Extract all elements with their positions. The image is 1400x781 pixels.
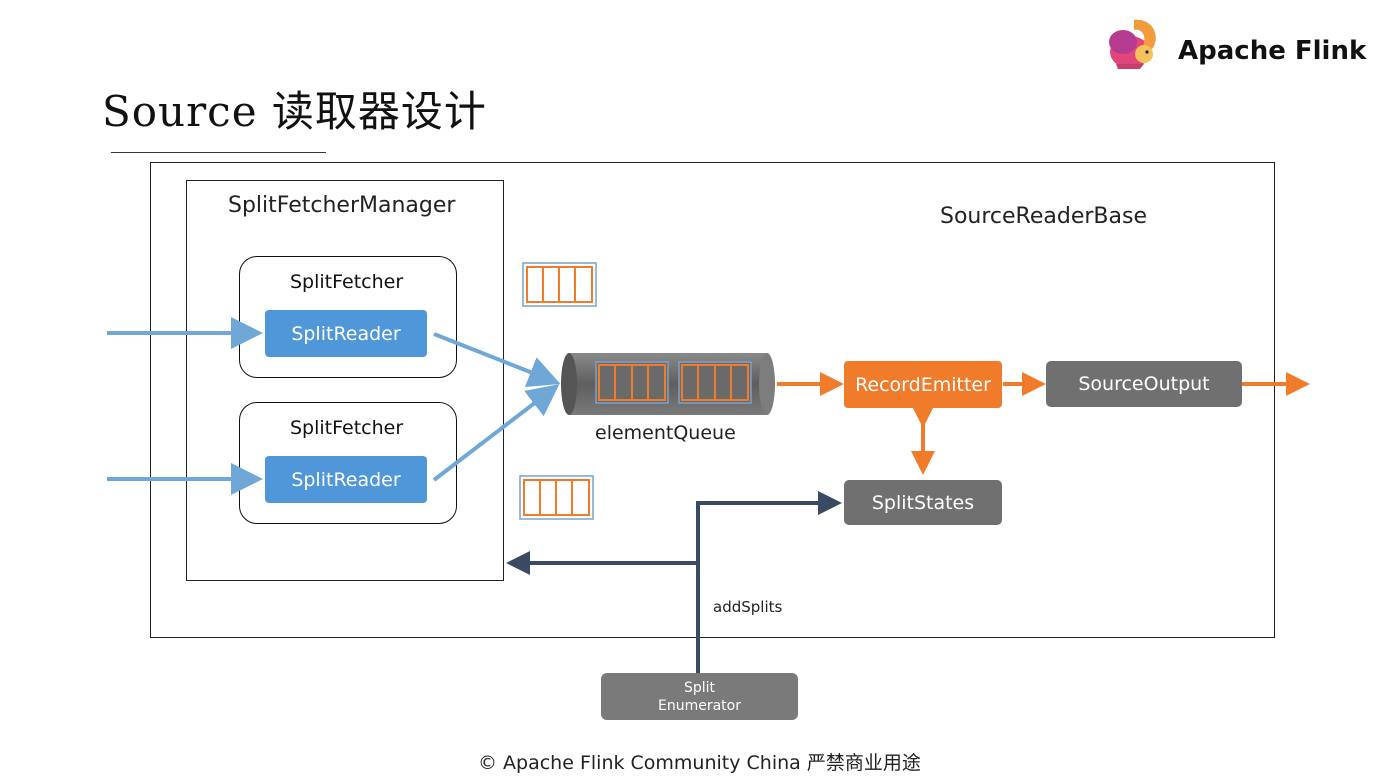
record-emitter-box: RecordEmitter (844, 361, 1002, 408)
split-states-box: SplitStates (844, 480, 1002, 525)
split-buffer-icon (522, 262, 597, 307)
split-fetcher-title: SplitFetcher (290, 271, 404, 293)
reader-to-queue-arrow (433, 332, 561, 388)
split-enumerator-line2: Enumerator (658, 697, 741, 714)
split-reader-box: SplitReader (265, 310, 427, 357)
split-fetcher-manager-label: SplitFetcherManager (228, 193, 456, 218)
title-underline (111, 152, 326, 153)
source-reader-base-box (150, 162, 1275, 638)
reader-to-queue-arrow (432, 384, 560, 482)
split-fetcher-title: SplitFetcher (290, 417, 404, 439)
copyright-footer: © Apache Flink Community China 严禁商业用途 (478, 752, 921, 774)
flink-squirrel-logo-icon (1104, 14, 1164, 72)
add-splits-line (696, 491, 842, 673)
split-enumerator-box: Split Enumerator (601, 673, 798, 720)
split-buffer-icon (519, 475, 594, 520)
element-queue-label: elementQueue (595, 422, 736, 444)
source-output-box: SourceOutput (1046, 361, 1242, 407)
source-reader-base-label: SourceReaderBase (940, 204, 1147, 229)
split-enumerator-line1: Split (683, 679, 716, 696)
page-title: Source 读取器设计 (102, 87, 487, 136)
add-splits-label: addSplits (713, 598, 783, 616)
split-fetcher-manager-box (186, 180, 504, 581)
split-reader-box: SplitReader (265, 456, 427, 503)
brand-name: Apache Flink (1178, 36, 1367, 66)
element-queue-cylinder (561, 353, 775, 415)
